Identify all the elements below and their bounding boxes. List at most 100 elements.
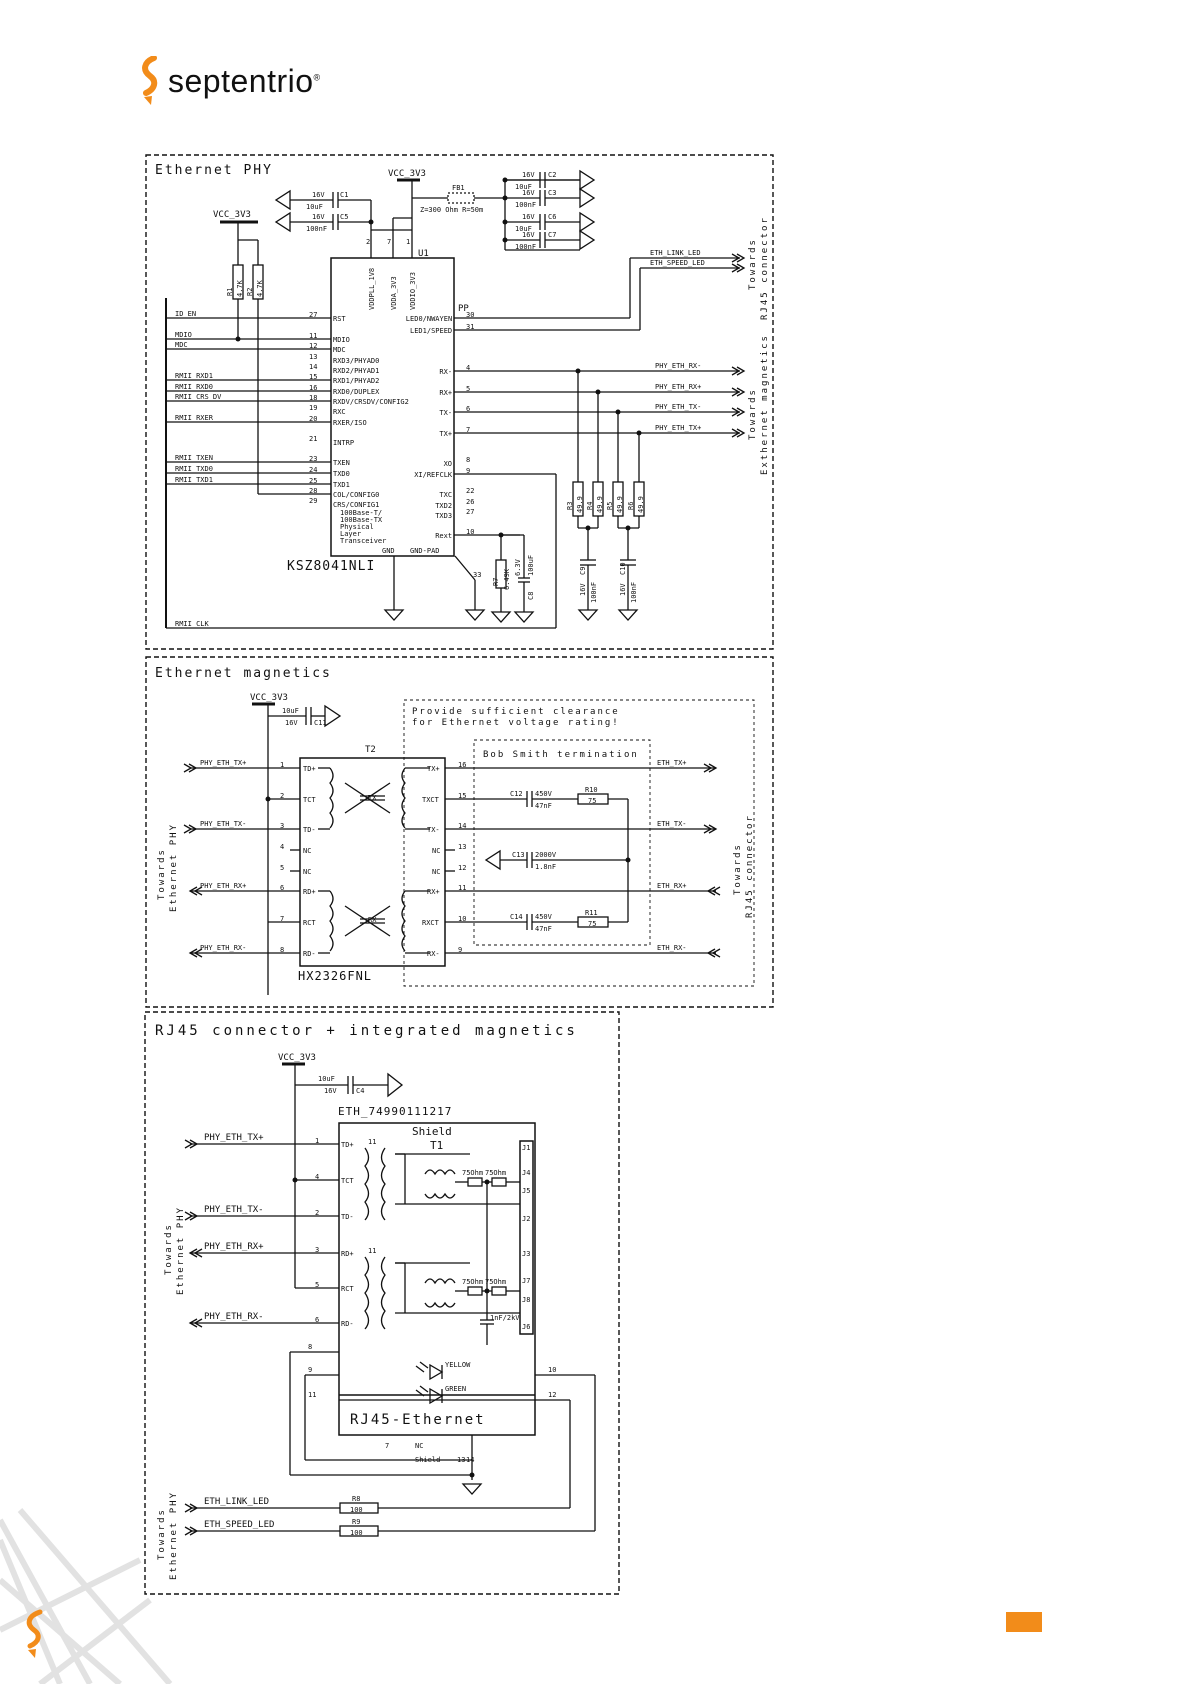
- chip-pin-txd2: TXD2: [435, 502, 452, 510]
- rx-label: RX: [368, 916, 377, 924]
- coil: [329, 767, 334, 829]
- power-pins-top: VDDPLL_1V8 VDDA_3V3 VDDIO_3V3 2 7 1: [366, 218, 417, 310]
- wire: [344, 782, 391, 814]
- cap-voltage: 16V: [522, 171, 535, 179]
- resistor-label: 75Ohm: [462, 1169, 483, 1177]
- xfmr-left-pin-td-: TD+: [303, 765, 316, 773]
- coil: [424, 1278, 456, 1285]
- xfmr-right-pin-tx-: TX-: [427, 826, 440, 834]
- ground-symbol: [274, 189, 291, 211]
- vcc-ferrite-network: VCC_3V3 FB1 Z=300 Ohm R=50m: [371, 169, 506, 250]
- frame-ethernet-phy: [145, 154, 774, 650]
- resistor-value: 49.9: [616, 496, 624, 513]
- rj45-pin-number: 9: [308, 1366, 312, 1374]
- ground-symbol: [579, 229, 596, 251]
- jack-pin-j4: J4: [522, 1169, 530, 1177]
- chip-pin-number: 15: [309, 373, 317, 381]
- xfmr-right-pin-rx-: RX+: [427, 888, 440, 896]
- tx-label: TX: [368, 794, 377, 802]
- towards-rj45-1b: RJ45 connector: [760, 216, 770, 320]
- rj45-pin-number: 5: [315, 1281, 319, 1289]
- vcc-label-3: VCC_3V3: [250, 693, 288, 703]
- chip-pin-col-config0: COL/CONFIG0: [333, 491, 379, 499]
- section-ethernet-phy: Ethernet PHY U1 KSZ8041NLI PP 100Base-T/…: [145, 154, 774, 650]
- rj45-module: [338, 1122, 536, 1436]
- xfmr-pin-number: 15: [458, 792, 466, 800]
- chip-pin-rx-: RX+: [439, 389, 452, 397]
- pin-num-7: 7: [387, 238, 391, 246]
- pin-vddio: VDDIO_3V3: [409, 272, 417, 310]
- signal-phy-eth-rx-: PHY_ETH_RX-: [200, 944, 246, 952]
- resistor-ref: R4: [586, 502, 594, 510]
- towards-magnetics-a: Towards: [748, 388, 758, 440]
- arrow-in-icon: [706, 948, 721, 958]
- coil: [380, 1256, 386, 1330]
- cap-voltage: 450V: [535, 790, 553, 798]
- c4-value: 10uF: [318, 1075, 335, 1083]
- cap-voltage: 2000V: [535, 851, 557, 859]
- signal-eth-rx-: ETH_RX-: [657, 944, 687, 952]
- wire: [415, 1389, 425, 1397]
- resistor: [491, 1177, 507, 1187]
- resistor-label: 75Ohm: [462, 1278, 483, 1286]
- bus-signal-rmii-clk: RMII_CLK: [175, 620, 210, 628]
- arrow-out-icon: [184, 1526, 199, 1536]
- ground-symbol: [274, 211, 291, 233]
- chip-pin-tx-: TX-: [439, 409, 452, 417]
- r7-ref: R7: [492, 578, 500, 586]
- section-title-ethernet-magnetics: Ethernet magnetics: [155, 666, 332, 681]
- bus-signal-rmii-txd1: RMII_TXD1: [175, 476, 213, 484]
- t1-ref: T1: [430, 1139, 443, 1152]
- rj45-pin-number: 8: [308, 1343, 312, 1351]
- xfmr-pin-number: 3: [280, 822, 284, 830]
- signal-phy-eth-tx-: PHY_ETH_TX+: [204, 1133, 264, 1143]
- rj45-pin-number: 13: [457, 1456, 465, 1464]
- chip-pin-number: 4: [466, 364, 470, 372]
- page-number-badge: [1006, 1612, 1042, 1632]
- coil: [401, 890, 406, 952]
- resistor-ref: R5: [606, 502, 614, 510]
- c11-ref: C11: [314, 719, 327, 727]
- pin-num-2: 2: [366, 238, 370, 246]
- xfmr-pin-number: 8: [280, 946, 284, 954]
- led-icon: [429, 1387, 444, 1405]
- nc-label: NC: [415, 1442, 423, 1450]
- resistor-ref: R3: [566, 502, 574, 510]
- corner-decoration: [0, 1508, 173, 1684]
- signal-phy-eth-rx-: PHY_ETH_RX-: [655, 362, 701, 370]
- towards-rj45-2b: RJ45 connector: [745, 814, 755, 918]
- vcc-label-1: VCC_3V3: [388, 169, 426, 179]
- rj45-pin-number: 6: [315, 1316, 319, 1324]
- pin-vdda: VDDA_3V3: [390, 276, 398, 310]
- xfmr-left-pin-nc: NC: [303, 847, 311, 855]
- cap-ref: C3: [548, 189, 556, 197]
- resistor-ref: R6: [627, 502, 635, 510]
- ground-symbol: [579, 211, 596, 233]
- towards-phy-2b: Ethernet PHY: [169, 823, 179, 912]
- chip-pin-number: 6: [466, 405, 470, 413]
- arrow-in-icon: [188, 1248, 203, 1258]
- r7-value: 6.49K: [503, 568, 511, 590]
- chip-pin-number: 20: [309, 415, 317, 423]
- led-icon: [429, 1363, 444, 1381]
- xfmr-left-pin-rd-: RD+: [303, 888, 316, 896]
- resistor-ref: R11: [585, 909, 598, 917]
- towards-rj45-1a: Towards: [748, 238, 758, 290]
- signal-phy-eth-tx-: PHY_ETH_TX-: [655, 403, 701, 411]
- led-label-yellow: YELLOW: [445, 1361, 471, 1369]
- signal-eth-link-led: ETH_LINK_LED: [204, 1497, 269, 1507]
- rj45-pin-number: 7: [385, 1442, 389, 1450]
- arrow-out-icon: [731, 387, 746, 397]
- resistor-ref: R8: [352, 1495, 360, 1503]
- xfmr-pin-number: 16: [458, 761, 466, 769]
- cap-ref: C12: [510, 790, 523, 798]
- t2-part: HX2326FNL: [298, 969, 372, 983]
- rj45-pin-rd-: RD+: [341, 1250, 354, 1258]
- arrow-out-icon: [183, 824, 198, 834]
- chip-desc-line: Transceiver: [340, 537, 386, 545]
- rj45-pin-number: 3: [315, 1246, 319, 1254]
- cap-voltage: 16V: [619, 583, 627, 596]
- xfmr-pin-number: 6: [280, 884, 284, 892]
